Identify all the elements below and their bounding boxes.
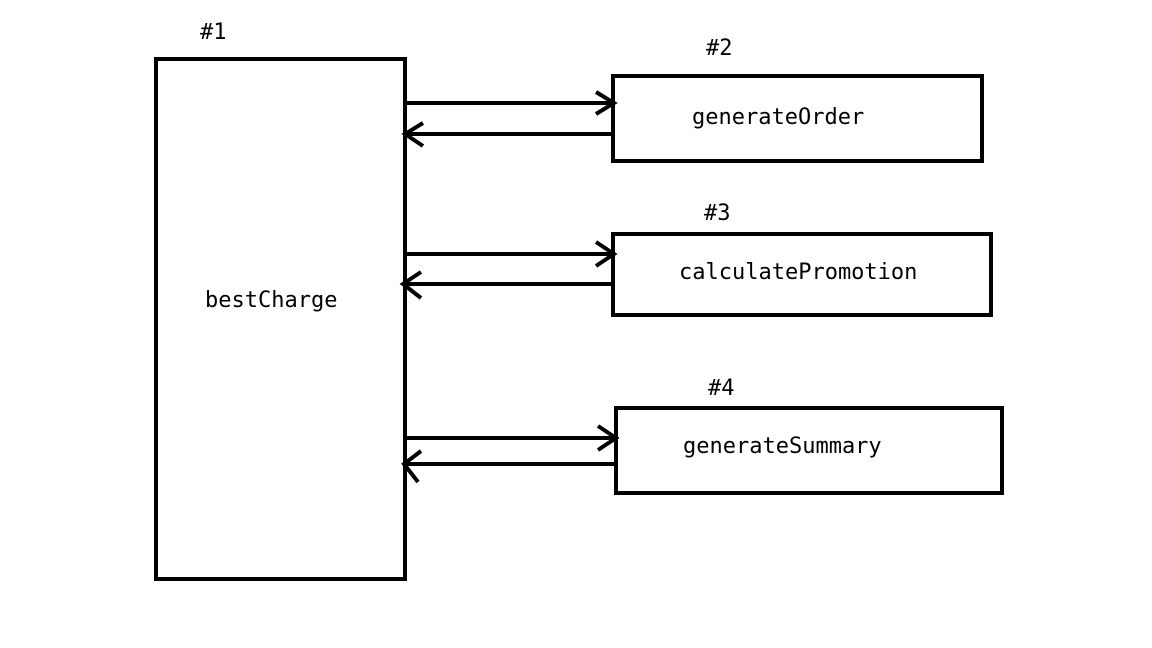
function-node-id: #3 xyxy=(704,201,731,226)
function-node-calculate-promotion: #3 calculatePromotion xyxy=(611,201,993,317)
call-arrowhead xyxy=(596,424,620,452)
function-node-box xyxy=(614,406,1004,495)
call-arrows-generate-order xyxy=(401,90,618,148)
main-node: #1 bestCharge xyxy=(154,20,407,581)
call-arrowhead xyxy=(594,90,618,116)
function-node-generate-summary: #4 generateSummary xyxy=(614,376,1004,495)
call-arrows-generate-summary xyxy=(401,424,620,484)
main-node-id: #1 xyxy=(200,20,227,45)
return-arrowhead xyxy=(401,449,423,484)
return-arrowhead xyxy=(399,270,423,300)
return-arrowhead xyxy=(401,121,425,148)
main-node-box xyxy=(154,57,407,581)
function-node-label: generateSummary xyxy=(683,434,882,459)
function-node-label: generateOrder xyxy=(692,105,864,130)
function-node-box xyxy=(611,232,993,317)
call-arrows-calculate-promotion xyxy=(399,240,618,300)
function-node-id: #4 xyxy=(708,376,735,401)
main-node-label: bestCharge xyxy=(205,288,337,313)
call-arrowhead xyxy=(594,240,618,268)
function-node-id: #2 xyxy=(706,36,733,61)
function-node-generate-order: #2 generateOrder xyxy=(611,36,984,163)
function-node-label: calculatePromotion xyxy=(679,260,917,285)
function-node-box xyxy=(611,74,984,163)
